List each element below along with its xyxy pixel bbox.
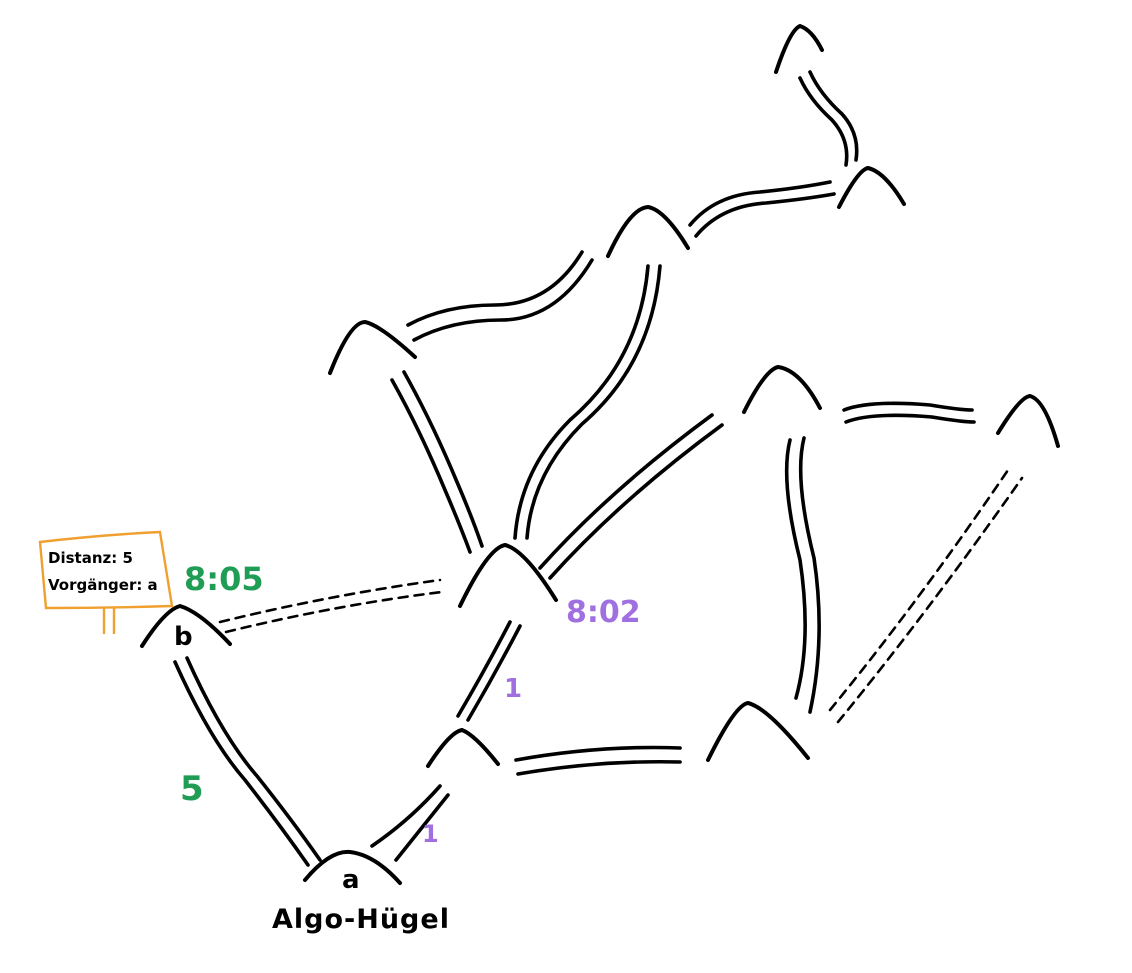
path-center-lefttop	[390, 370, 484, 554]
signpost-predecessor: Vorgänger: a	[48, 576, 158, 594]
hill-a	[303, 849, 402, 885]
hill-far-right	[996, 394, 1060, 448]
time-label-b: 8:05	[184, 560, 264, 598]
path-right-bottomright	[784, 436, 821, 714]
path-a-b	[173, 656, 322, 867]
dashed-path-bottomright-farright	[828, 468, 1024, 724]
hill-right	[742, 365, 822, 414]
path-mid-bottomright	[514, 745, 682, 776]
edge-weight-a-b: 5	[180, 769, 204, 809]
node-label-a: a	[342, 865, 360, 895]
path-a-mid	[370, 784, 450, 862]
path-center-topmid	[513, 264, 662, 540]
node-label-b: b	[174, 622, 193, 652]
hill-left-top	[328, 320, 417, 375]
path-right-farright	[842, 401, 976, 424]
hill-summit	[774, 24, 824, 74]
time-label-center: 8:02	[566, 595, 641, 630]
path-mid-center	[456, 620, 522, 722]
edge-weight-a-mid: 1	[422, 820, 439, 848]
signpost-board	[38, 530, 174, 610]
hill-center	[458, 543, 558, 608]
dashed-path-b-center	[218, 578, 444, 634]
hill-bottom-right	[706, 701, 810, 762]
hill-top-mid	[606, 205, 690, 258]
hill-top-right	[837, 166, 906, 209]
edge-weight-mid-center: 1	[504, 674, 522, 704]
place-name-algo-huegel: Algo-Hügel	[272, 904, 450, 935]
hill-mid	[426, 728, 500, 768]
path-topright-summit	[798, 70, 859, 167]
path-topmid-topright	[688, 180, 836, 238]
path-lefttop-topmid	[406, 250, 594, 342]
hill-b	[140, 604, 232, 648]
signpost-distance: Distanz: 5	[48, 549, 133, 567]
path-center-right	[538, 413, 724, 580]
signpost-b: Distanz: 5 Vorgänger: a	[38, 530, 174, 634]
